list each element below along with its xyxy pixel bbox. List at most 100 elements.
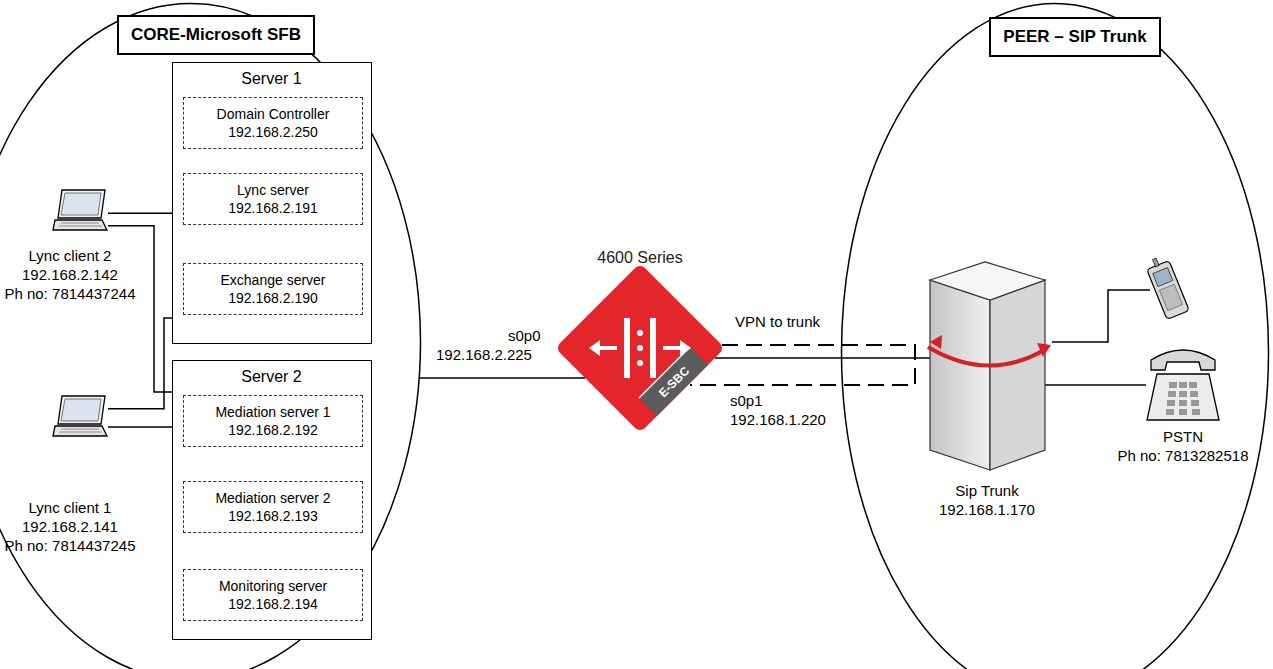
laptop-icon-part: [59, 429, 102, 432]
laptop-icon-part: [61, 399, 101, 421]
connector: [108, 318, 172, 409]
region-heading: PEER – SIP Trunk: [989, 17, 1160, 57]
service-text: 192.168.2.250: [228, 123, 318, 141]
client-texts: Lync client 1192.168.2.141Ph no: 7814437…: [2, 498, 138, 555]
service-text: 192.168.2.190: [228, 289, 318, 307]
laptop-icon-part: [53, 220, 107, 230]
client-laptop: Lync client 2192.168.2.142Ph no: 7814437…: [2, 188, 138, 306]
server-tower-icon-part: [928, 347, 1046, 366]
mobile-body: [1147, 260, 1189, 319]
server-tower-icon: [922, 255, 1052, 473]
connector: [108, 426, 172, 428]
sbc-icon-part: [650, 318, 656, 378]
connector: [419, 377, 585, 379]
peer-region: PEER – SIP TrunkSip Trunk192.168.1.170 PS…: [840, 2, 1270, 669]
connector: [715, 357, 930, 359]
client-text: 192.168.2.142: [22, 265, 118, 284]
service-box: Mediation server 2192.168.2.193: [183, 481, 363, 533]
desk-phone-icon: [1143, 340, 1223, 425]
desk-phone-icon-part: [1168, 391, 1176, 397]
client-text: Ph no: 7814437245: [5, 536, 136, 555]
client-laptop: Lync client 1192.168.2.141Ph no: 7814437…: [2, 394, 138, 559]
sbc-icon-part: [589, 340, 600, 356]
server-box: Server 1Domain Controller192.168.2.250Ly…: [172, 62, 372, 344]
desk-phone-icon-part: [1169, 382, 1177, 388]
service-text: Exchange server: [220, 271, 325, 289]
sbc-icon-part: [680, 340, 691, 356]
ip-label: 192.168.2.225: [436, 345, 532, 364]
laptop-icon-part: [53, 426, 107, 436]
ip-label: 192.168.1.220: [730, 410, 826, 429]
desk-phone-icon-part: [1179, 391, 1187, 397]
server-tower-icon-part: [930, 280, 990, 470]
service-text: 192.168.2.193: [228, 507, 318, 525]
desk-phone-icon-part: [1189, 382, 1197, 388]
desk-phone-icon-part: [1191, 400, 1199, 406]
server-tower-icon-part: [1037, 343, 1051, 357]
laptop-icon: [52, 188, 108, 234]
phone-text: Ph no: 7813282518: [1118, 446, 1249, 465]
desk-phone-icon-part: [1179, 382, 1187, 388]
service-box: Domain Controller192.168.2.250: [183, 97, 363, 149]
connector: [1045, 384, 1146, 386]
laptop-icon: [52, 394, 108, 440]
mobile-antenna: [1152, 258, 1159, 267]
desk-phone-icon-part: [1192, 409, 1200, 415]
mobile-wire: [1052, 290, 1150, 342]
laptop-icon-part: [58, 190, 105, 218]
service-text: 192.168.2.191: [228, 199, 318, 217]
service-box: Exchange server192.168.2.190: [183, 263, 363, 315]
desk-phone-icon-part: [1179, 409, 1187, 415]
pstn-phone: PSTNPh no: 7813282518: [1108, 335, 1258, 465]
connector: [108, 226, 172, 392]
sbc-icon-part: [637, 345, 643, 351]
server-title: Server 2: [241, 367, 301, 387]
service-text: Monitoring server: [219, 577, 327, 595]
service-text: Domain Controller: [217, 105, 330, 123]
region-ellipse: [842, 4, 1269, 669]
phone-texts: PSTNPh no: 7813282518: [1108, 427, 1258, 465]
server-box: Server 2Mediation server 1192.168.2.192M…: [172, 360, 372, 640]
sbc-icon-part: [637, 330, 643, 336]
core-region: CORE-Microsoft SFB Server 1Domain Control…: [0, 2, 422, 669]
port-label: s0p1: [730, 391, 763, 410]
sbc-icon-part: [565, 273, 715, 423]
service-text: Lync server: [237, 181, 309, 199]
server-tower-icon-part: [990, 280, 1045, 470]
vpn-tunnel: [690, 345, 915, 385]
desk-phone-icon-part: [1147, 374, 1219, 420]
service-text: Mediation server 2: [215, 489, 330, 507]
client-text: 192.168.2.141: [22, 517, 118, 536]
server-tower-icon-part: [930, 262, 1045, 300]
desk-phone-icon-part: [1167, 400, 1175, 406]
region-heading: CORE-Microsoft SFB: [117, 15, 315, 55]
sbc-icon-part: [624, 318, 630, 378]
sbc-device: 4600 SeriesE-SBC: [555, 248, 725, 433]
mobile-phone: [1144, 254, 1189, 320]
region-ellipse: [0, 4, 421, 669]
device-text: Sip Trunk: [955, 481, 1018, 500]
sip-trunk-server: Sip Trunk192.168.1.170: [922, 255, 1052, 520]
desk-phone-icon-part: [1179, 400, 1187, 406]
desk-phone-icon-part: [1166, 409, 1174, 415]
sbc-icon-part: [637, 360, 643, 366]
service-text: 192.168.2.194: [228, 595, 318, 613]
service-text: Mediation server 1: [215, 403, 330, 421]
port-label: s0p0: [508, 326, 541, 345]
sbc-heading: 4600 Series: [555, 248, 725, 268]
region-outline: [840, 2, 1270, 669]
service-box: Mediation server 1192.168.2.192: [183, 395, 363, 447]
client-text: Lync client 2: [29, 246, 112, 265]
service-box: Lync server192.168.2.191: [183, 173, 363, 225]
desk-phone-icon-part: [1151, 350, 1215, 370]
service-text: 192.168.2.192: [228, 421, 318, 439]
connector: [108, 213, 172, 215]
laptop-icon-part: [59, 223, 102, 226]
sbc-icon: [555, 248, 725, 433]
tower-texts: Sip Trunk192.168.1.170: [922, 481, 1052, 519]
phone-text: PSTN: [1163, 427, 1203, 446]
server-tower-icon-part: [930, 335, 942, 349]
laptop-icon-part: [58, 396, 105, 424]
service-box: Monitoring server192.168.2.194: [183, 569, 363, 621]
